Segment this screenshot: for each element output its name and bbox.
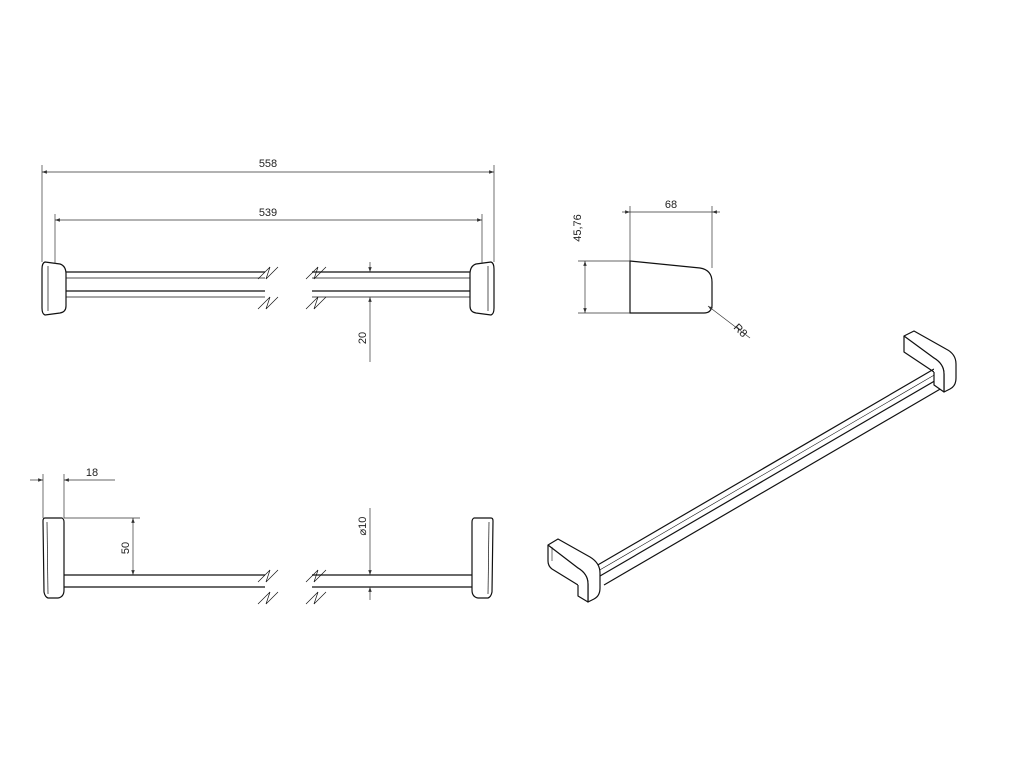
- front-view: [42, 517, 494, 605]
- front-view-right-bracket: [471, 517, 494, 599]
- dimension-18-label: 18: [86, 467, 98, 479]
- dimension-558-label: 558: [259, 158, 277, 170]
- bracket-profile: [629, 260, 713, 314]
- top-view-right-bracket: [469, 261, 495, 316]
- isometric-rod: [595, 368, 943, 586]
- top-view-bar-left-segment: [66, 266, 279, 310]
- dimension-539-label: 539: [259, 207, 277, 219]
- dimension-20-label: 20: [357, 332, 369, 344]
- dimension-68: [622, 206, 720, 268]
- front-view-left-bracket: [42, 517, 65, 599]
- top-view: [41, 261, 495, 316]
- top-view-left-bracket: [41, 261, 67, 316]
- front-view-bar-left-segment: [64, 569, 279, 605]
- dimension-50: [64, 517, 140, 575]
- dimension-r8-label: R8: [731, 322, 749, 340]
- dimension-539: [54, 214, 483, 264]
- dimension-68-label: 68: [665, 199, 677, 211]
- dimension-50-label: 50: [120, 542, 132, 554]
- front-view-bar-right-segment: [305, 569, 472, 605]
- top-view-bar-right-segment: [305, 266, 470, 310]
- isometric-right-bracket: [903, 330, 957, 393]
- dimension-45-76-label: 45,76: [572, 214, 584, 242]
- dimension-r8-leader: [707, 305, 751, 339]
- isometric-view: [547, 330, 957, 603]
- dimension-558: [41, 165, 495, 262]
- bracket-detail: [629, 260, 713, 314]
- dimension-diameter-10-label: ⌀10: [357, 517, 369, 536]
- dimension-45-76: [578, 260, 630, 314]
- isometric-left-bracket: [547, 538, 601, 603]
- dimension-18: [30, 474, 115, 518]
